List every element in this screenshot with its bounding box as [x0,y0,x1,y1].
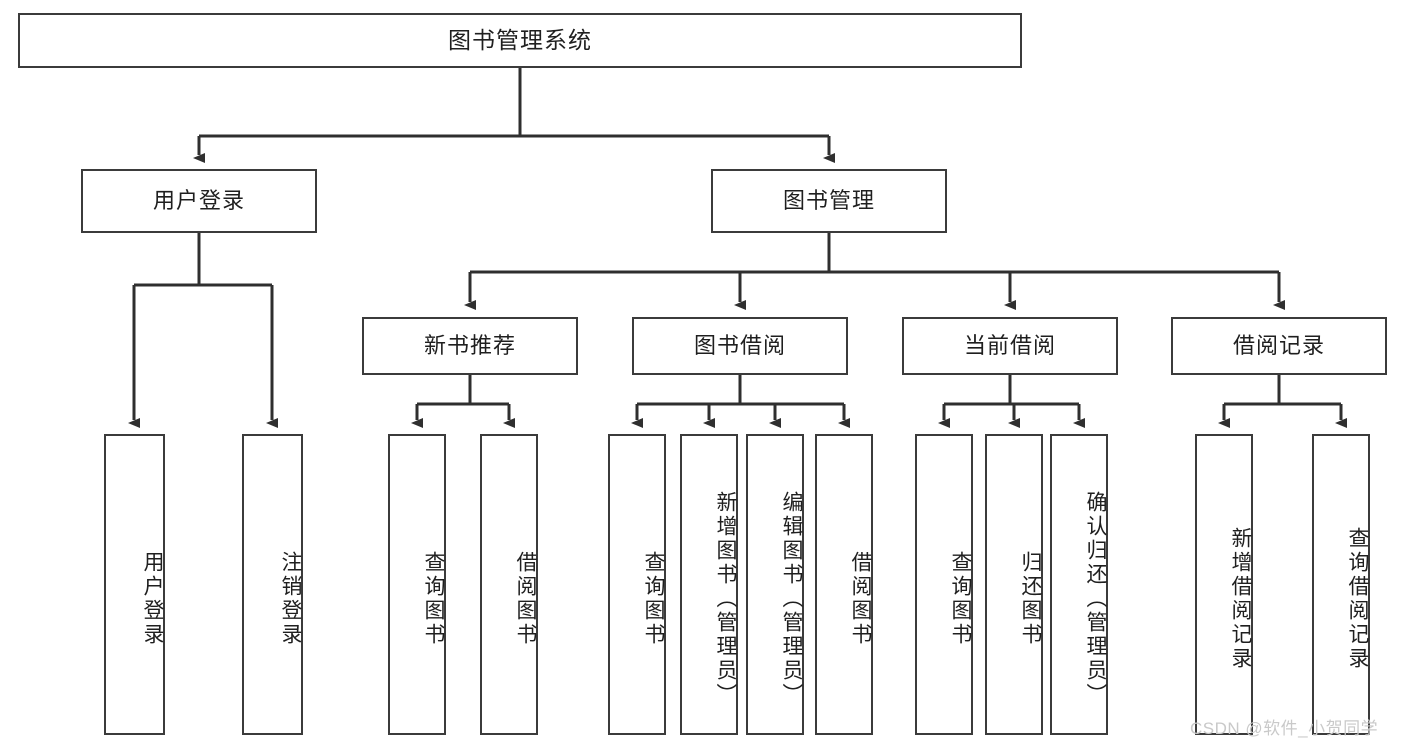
leaf-user-login[interactable]: 用户登录 [104,434,165,735]
leaf-borrow-book-1[interactable]: 借阅图书 [480,434,538,735]
leaf-query-book-1[interactable]: 查询图书 [388,434,446,735]
node-label: 用户登录 [141,550,164,647]
node-label: 查询图书 [949,550,972,647]
node-label: 新增图书（管理员） [714,490,737,707]
node-label: 编辑图书（管理员） [780,490,803,707]
leaf-query-record[interactable]: 查询借阅记录 [1312,434,1370,735]
node-label: 图书管理系统 [448,26,592,53]
node-root[interactable]: 图书管理系统 [18,13,1022,68]
node-label: 新书推荐 [423,332,516,358]
node-label: 借阅图书 [849,550,872,647]
leaf-user-logout[interactable]: 注销登录 [242,434,303,735]
leaf-borrow-book-2[interactable]: 借阅图书 [815,434,873,735]
leaf-query-book-3[interactable]: 查询图书 [915,434,973,735]
node-label: 注销登录 [279,550,302,647]
node-label: 图书管理 [782,187,875,213]
node-label: 图书借阅 [693,332,786,358]
node-label: 当前借阅 [963,332,1056,358]
node-label: 用户登录 [152,187,245,213]
node-current-borrow[interactable]: 当前借阅 [902,317,1118,375]
leaf-edit-book[interactable]: 编辑图书（管理员） [746,434,804,735]
node-label: 查询借阅记录 [1346,526,1369,671]
node-label: 新增借阅记录 [1229,526,1252,671]
node-user-login[interactable]: 用户登录 [81,169,317,233]
node-book-borrow[interactable]: 图书借阅 [632,317,848,375]
node-label: 查询图书 [422,550,445,647]
leaf-confirm-return[interactable]: 确认归还（管理员） [1050,434,1108,735]
node-new-book-recommend[interactable]: 新书推荐 [362,317,578,375]
node-label: 借阅记录 [1232,332,1325,358]
leaf-add-book[interactable]: 新增图书（管理员） [680,434,738,735]
csdn-watermark: CSDN @软件_小贺同学 [1190,719,1379,738]
leaf-add-record[interactable]: 新增借阅记录 [1195,434,1253,735]
node-book-manage[interactable]: 图书管理 [711,169,947,233]
node-label: 确认归还（管理员） [1084,490,1107,707]
leaf-query-book-2[interactable]: 查询图书 [608,434,666,735]
leaf-return-book[interactable]: 归还图书 [985,434,1043,735]
node-label: 借阅图书 [514,550,537,647]
node-borrow-record[interactable]: 借阅记录 [1171,317,1387,375]
node-label: 查询图书 [642,550,665,647]
node-label: 归还图书 [1019,550,1042,647]
